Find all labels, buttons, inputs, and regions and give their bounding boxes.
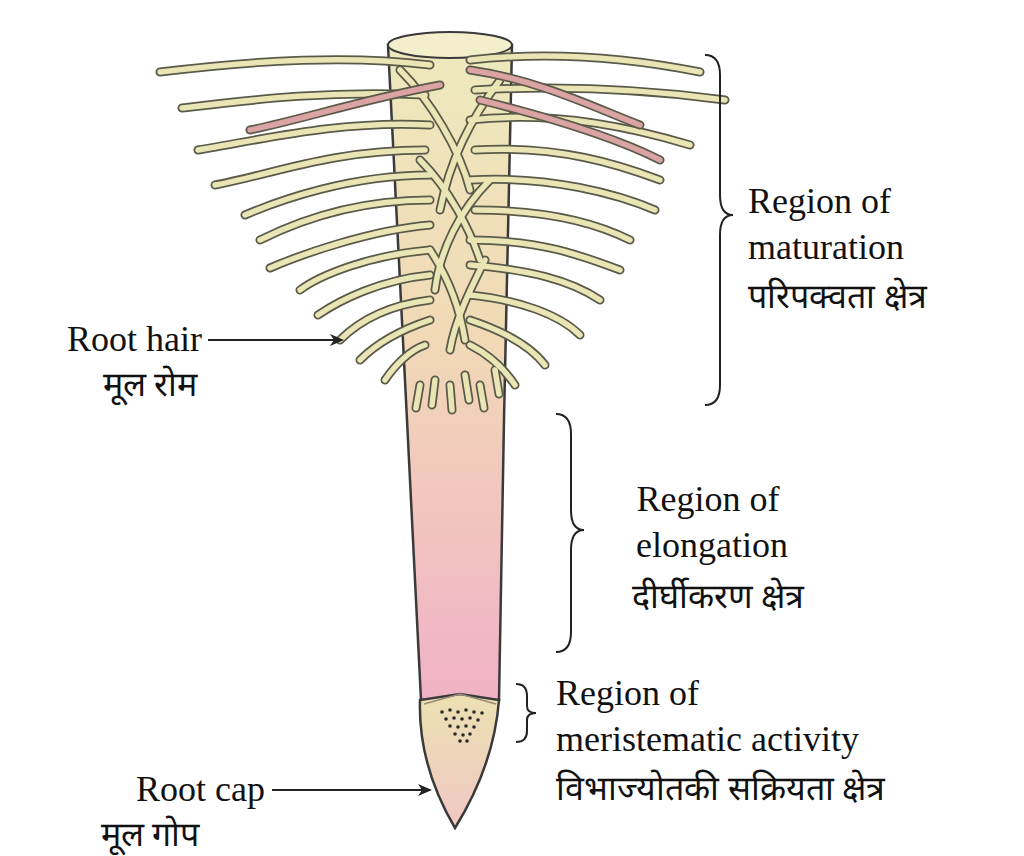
bracket: [516, 684, 536, 742]
region-label: Region of elongation: [636, 476, 780, 568]
root-hairs-outline: [250, 70, 660, 160]
part-label-hindi: मूल रोम: [102, 362, 199, 408]
meristem-dots: [440, 708, 484, 743]
part-label-hindi: मूल गोप: [100, 812, 201, 856]
part-label: Root cap: [134, 766, 265, 812]
region-label: Region of meristematic activity: [556, 670, 860, 762]
leader-arrow: [208, 339, 342, 341]
region-label: Region of maturation: [748, 178, 892, 270]
region-label-hindi: विभाज्योतकी सक्रियता क्षेत्र: [556, 766, 887, 812]
leader-arrow: [272, 789, 430, 791]
root-hairs-outline: [160, 56, 725, 410]
root-hairs: [250, 70, 660, 160]
part-label: Root hair: [65, 316, 202, 362]
bracket: [705, 55, 733, 405]
bracket: [556, 414, 584, 652]
region-label-hindi: परिपक्वता क्षेत्र: [748, 274, 929, 320]
root-cap: [420, 694, 499, 828]
region-label-hindi: दीर्घीकरण क्षेत्र: [631, 574, 806, 620]
meristem-boundary: [424, 694, 496, 704]
root-hairs: [160, 56, 725, 410]
